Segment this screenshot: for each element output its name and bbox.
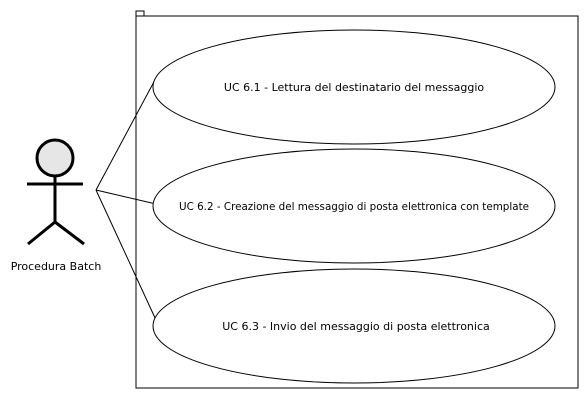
use-case-6-1-label: UC 6.1 - Lettura del destinatario del me… <box>224 81 484 94</box>
use-case-6-2[interactable]: UC 6.2 - Creazione del messaggio di post… <box>152 148 556 264</box>
use-case-6-2-ellipse <box>152 148 556 264</box>
use-case-6-3-ellipse <box>152 268 556 384</box>
use-case-6-1-ellipse <box>152 29 556 145</box>
association-uc-6-2 <box>95 189 157 205</box>
actor-head <box>35 138 75 178</box>
actor-label: Procedura Batch <box>11 260 102 273</box>
use-case-6-2-label: UC 6.2 - Creazione del messaggio di post… <box>179 200 529 213</box>
actor-procedura-batch[interactable]: Procedura Batch <box>11 138 102 273</box>
use-case-6-1[interactable]: UC 6.1 - Lettura del destinatario del me… <box>152 29 556 145</box>
system-boundary <box>135 15 579 389</box>
system-boundary-tab <box>135 10 145 17</box>
association-uc-6-1 <box>95 77 157 191</box>
use-case-6-3[interactable]: UC 6.3 - Invio del messaggio di posta el… <box>152 268 556 384</box>
actor-left-leg <box>27 220 56 246</box>
association-uc-6-3 <box>95 189 157 321</box>
use-case-6-3-label: UC 6.3 - Invio del messaggio di posta el… <box>222 320 490 333</box>
actor-right-leg <box>54 220 85 246</box>
